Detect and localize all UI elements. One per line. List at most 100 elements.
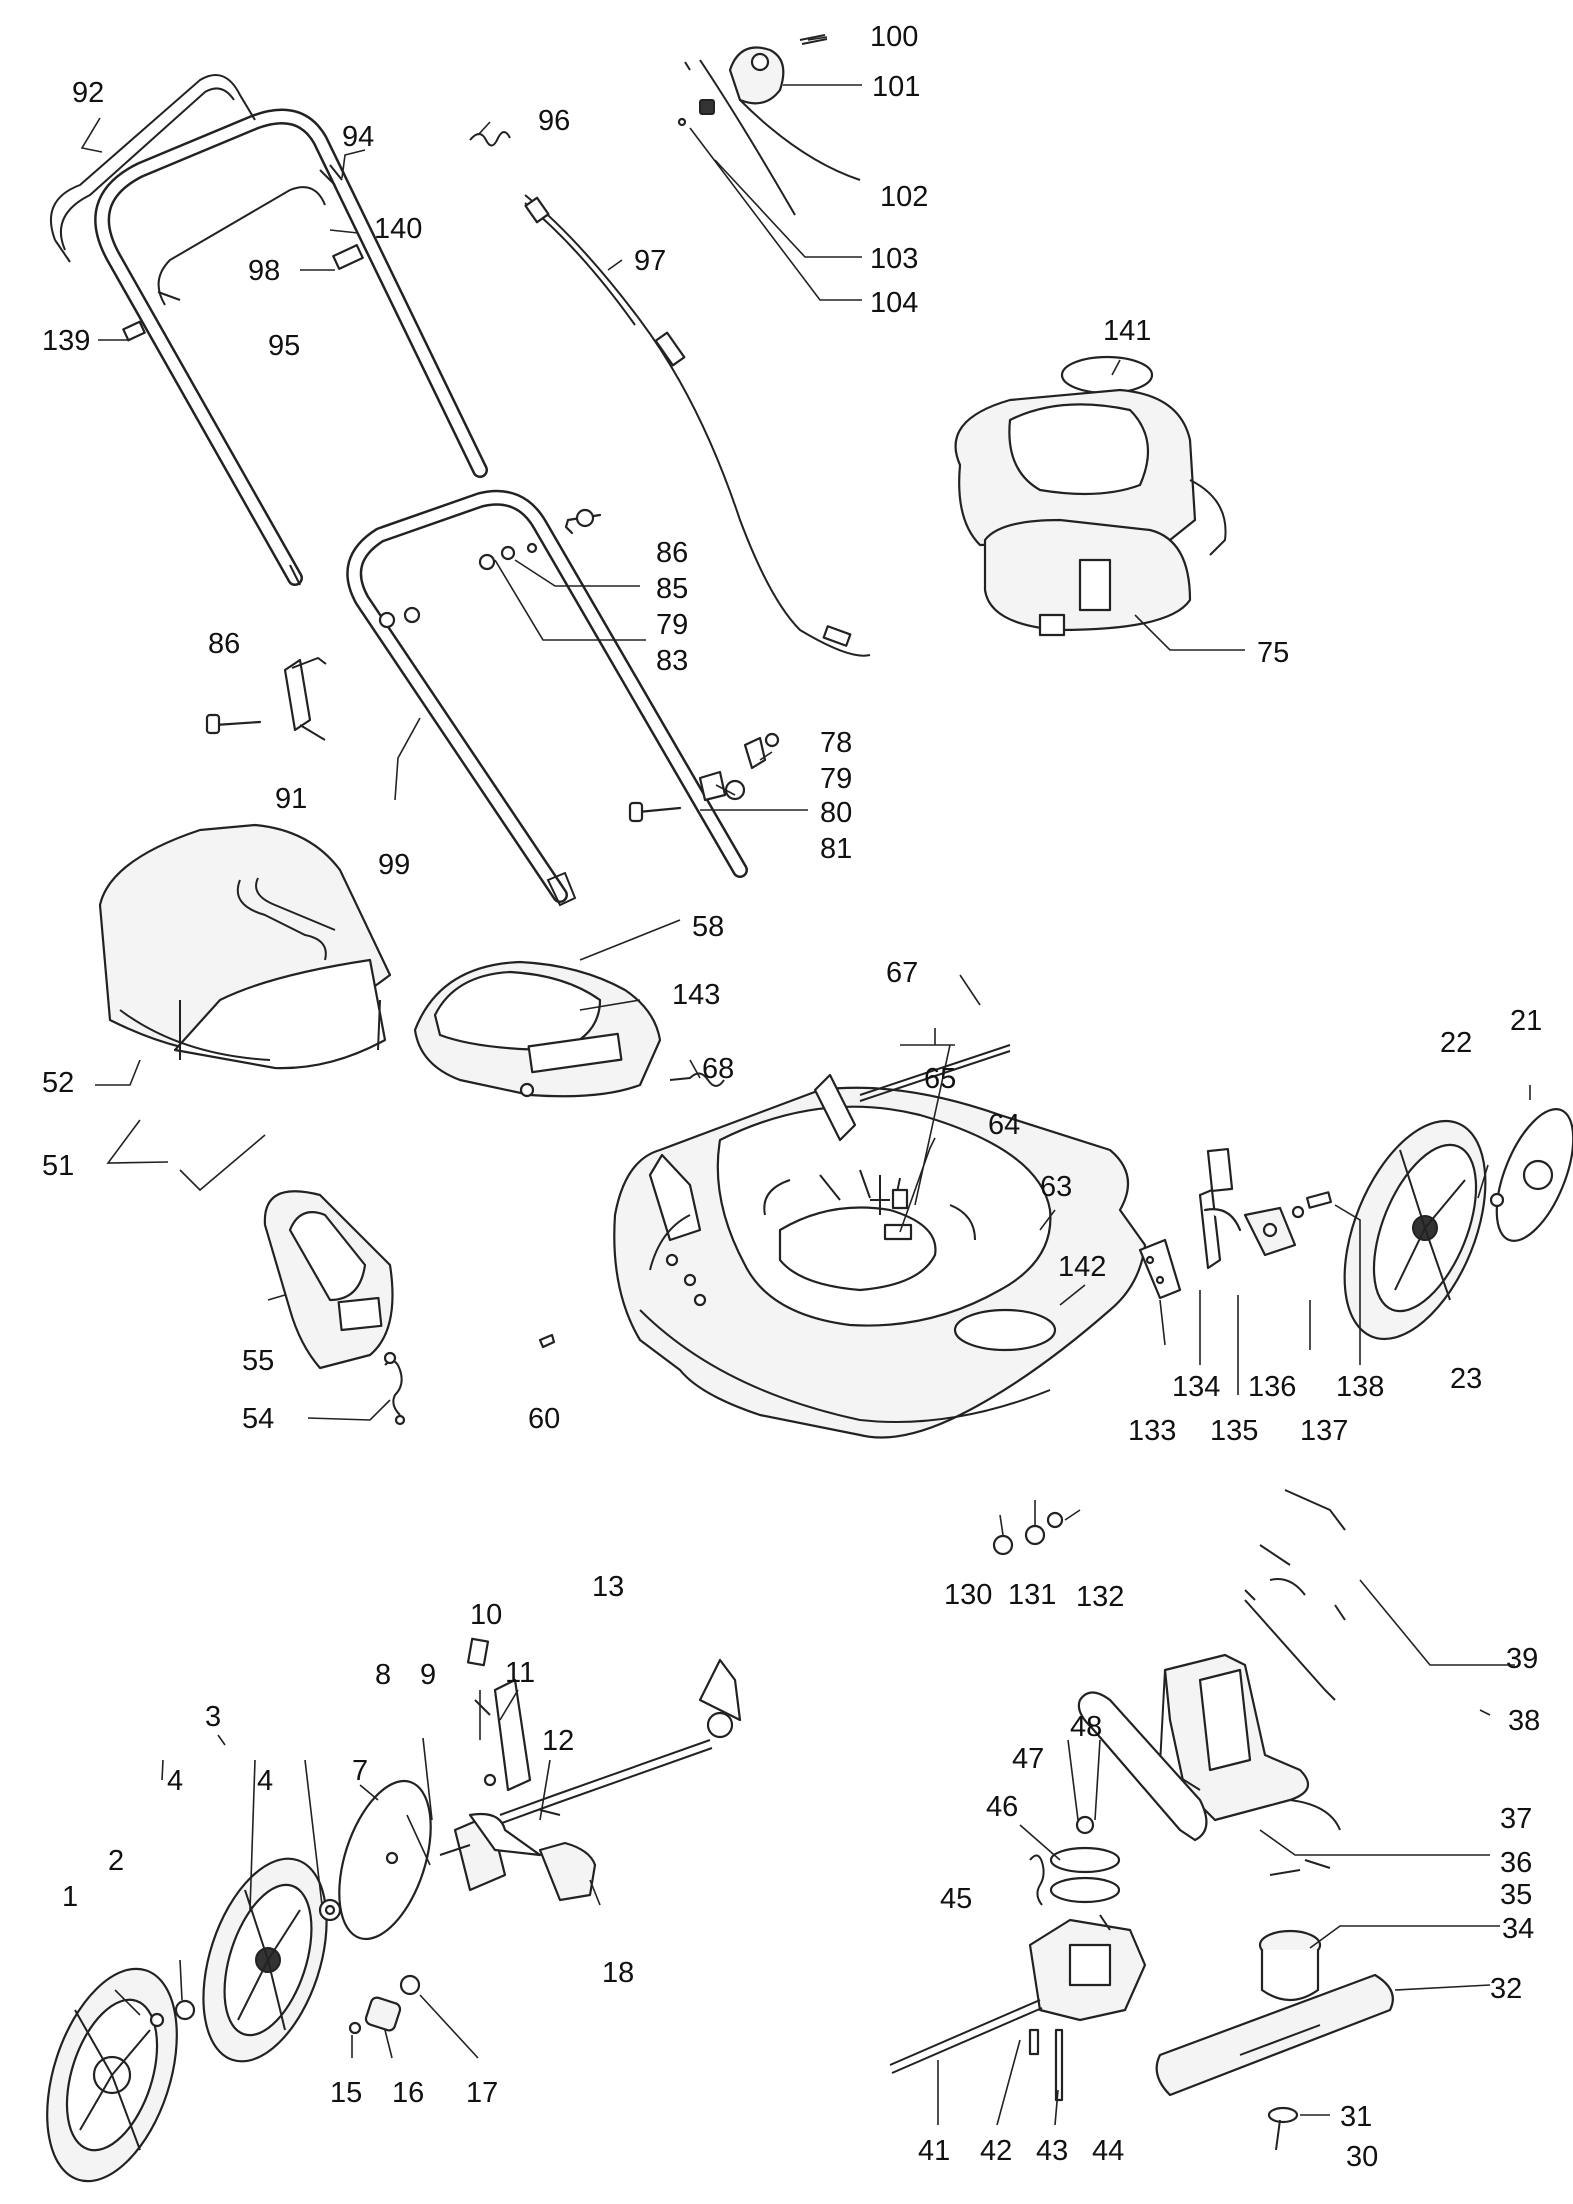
label-81: 81 [820,833,852,865]
label-22: 22 [1440,1027,1472,1059]
label-133: 133 [1128,1415,1176,1447]
label-3: 3 [205,1701,221,1733]
label-143: 143 [672,979,720,1011]
handle-fasteners [205,508,780,823]
label-100: 100 [870,21,918,53]
label-39: 39 [1506,1643,1538,1675]
throttle-lever [677,34,861,216]
blade-washers [992,1511,1064,1556]
label-65: 65 [924,1063,956,1095]
label-91: 91 [275,783,307,815]
nut-64 [883,1223,913,1241]
label-44: 44 [1092,2135,1124,2167]
label-131: 131 [1008,1579,1056,1611]
label-138: 138 [1336,1371,1384,1403]
label-86b: 86 [208,628,240,660]
label-1: 1 [62,1881,78,1913]
upper-handle-assembly [50,74,488,586]
label-86a: 86 [656,537,688,569]
label-99: 99 [378,849,410,881]
label-85: 85 [656,573,688,605]
label-38: 38 [1508,1705,1540,1737]
label-142: 142 [1058,1251,1106,1283]
rear-axle [859,1044,1011,1102]
spring-54 [384,1360,403,1416]
front-axle-bracket [439,1637,742,1902]
label-63: 63 [1040,1171,1072,1203]
label-12: 12 [542,1725,574,1757]
label-15: 15 [330,2077,362,2109]
label-104: 104 [870,287,918,319]
label-79b: 79 [820,763,852,795]
lower-handle-assembly [346,489,748,907]
screw-60 [538,1333,556,1349]
label-43: 43 [1036,2135,1068,2167]
label-68: 68 [702,1053,734,1085]
label-78: 78 [820,727,852,759]
label-37: 37 [1500,1803,1532,1835]
label-31: 31 [1340,2101,1372,2133]
label-17: 17 [466,2077,498,2109]
label-4a: 4 [167,1765,183,1797]
label-136: 136 [1248,1371,1296,1403]
label-67: 67 [886,957,918,989]
label-95: 95 [268,330,300,362]
label-30: 30 [1346,2141,1378,2173]
spring-96 [469,131,511,147]
drive-cover-and-belt [889,1489,1394,2151]
label-54: 54 [242,1403,274,1435]
label-75: 75 [1257,637,1289,669]
bolt-65 [891,1188,909,1210]
label-60: 60 [528,1403,560,1435]
label-32: 32 [1490,1973,1522,2005]
label-102: 102 [880,181,928,213]
label-16: 16 [392,2077,424,2109]
label-135: 135 [1210,1415,1258,1447]
label-2: 2 [108,1845,124,1877]
height-adjuster [1138,1147,1333,1300]
label-94: 94 [342,121,374,153]
leader-lines [80,36,1531,2126]
grass-bag [98,823,392,1070]
wheel-drive-gears [338,1779,432,2035]
label-42: 42 [980,2135,1012,2167]
label-41: 41 [918,2135,950,2167]
label-96: 96 [538,105,570,137]
engine [954,355,1227,637]
label-132: 132 [1076,1581,1124,1613]
label-103: 103 [870,243,918,275]
label-47: 47 [1012,1743,1044,1775]
label-141: 141 [1103,315,1151,347]
label-8: 8 [375,1659,391,1691]
label-35: 35 [1500,1879,1532,1911]
label-9: 9 [420,1659,436,1691]
label-36: 36 [1500,1847,1532,1879]
label-10: 10 [470,1599,502,1631]
label-45: 45 [940,1883,972,1915]
label-64: 64 [988,1109,1020,1141]
mower-deck [613,1073,1147,1439]
throttle-cable [524,194,871,657]
rear-flap [413,960,662,1098]
label-97: 97 [634,245,666,277]
label-83: 83 [656,645,688,677]
deflector [263,1190,394,1370]
label-52: 52 [42,1067,74,1099]
label-137: 137 [1300,1415,1348,1447]
label-34: 34 [1502,1913,1534,1945]
label-21: 21 [1510,1005,1542,1037]
label-140: 140 [374,213,422,245]
label-48: 48 [1070,1711,1102,1743]
label-46: 46 [986,1791,1018,1823]
label-58: 58 [692,911,724,943]
label-18: 18 [602,1957,634,1989]
part-number-labels: 92 94 140 98 95 139 96 97 100 101 102 10… [42,21,1542,2173]
label-98: 98 [248,255,280,287]
spring-68 [669,1072,725,1087]
label-4b: 4 [257,1765,273,1797]
label-7: 7 [352,1755,368,1787]
label-51: 51 [42,1150,74,1182]
front-wheel-assembly [46,1857,342,2183]
label-23: 23 [1450,1363,1482,1395]
label-11: 11 [505,1657,535,1689]
